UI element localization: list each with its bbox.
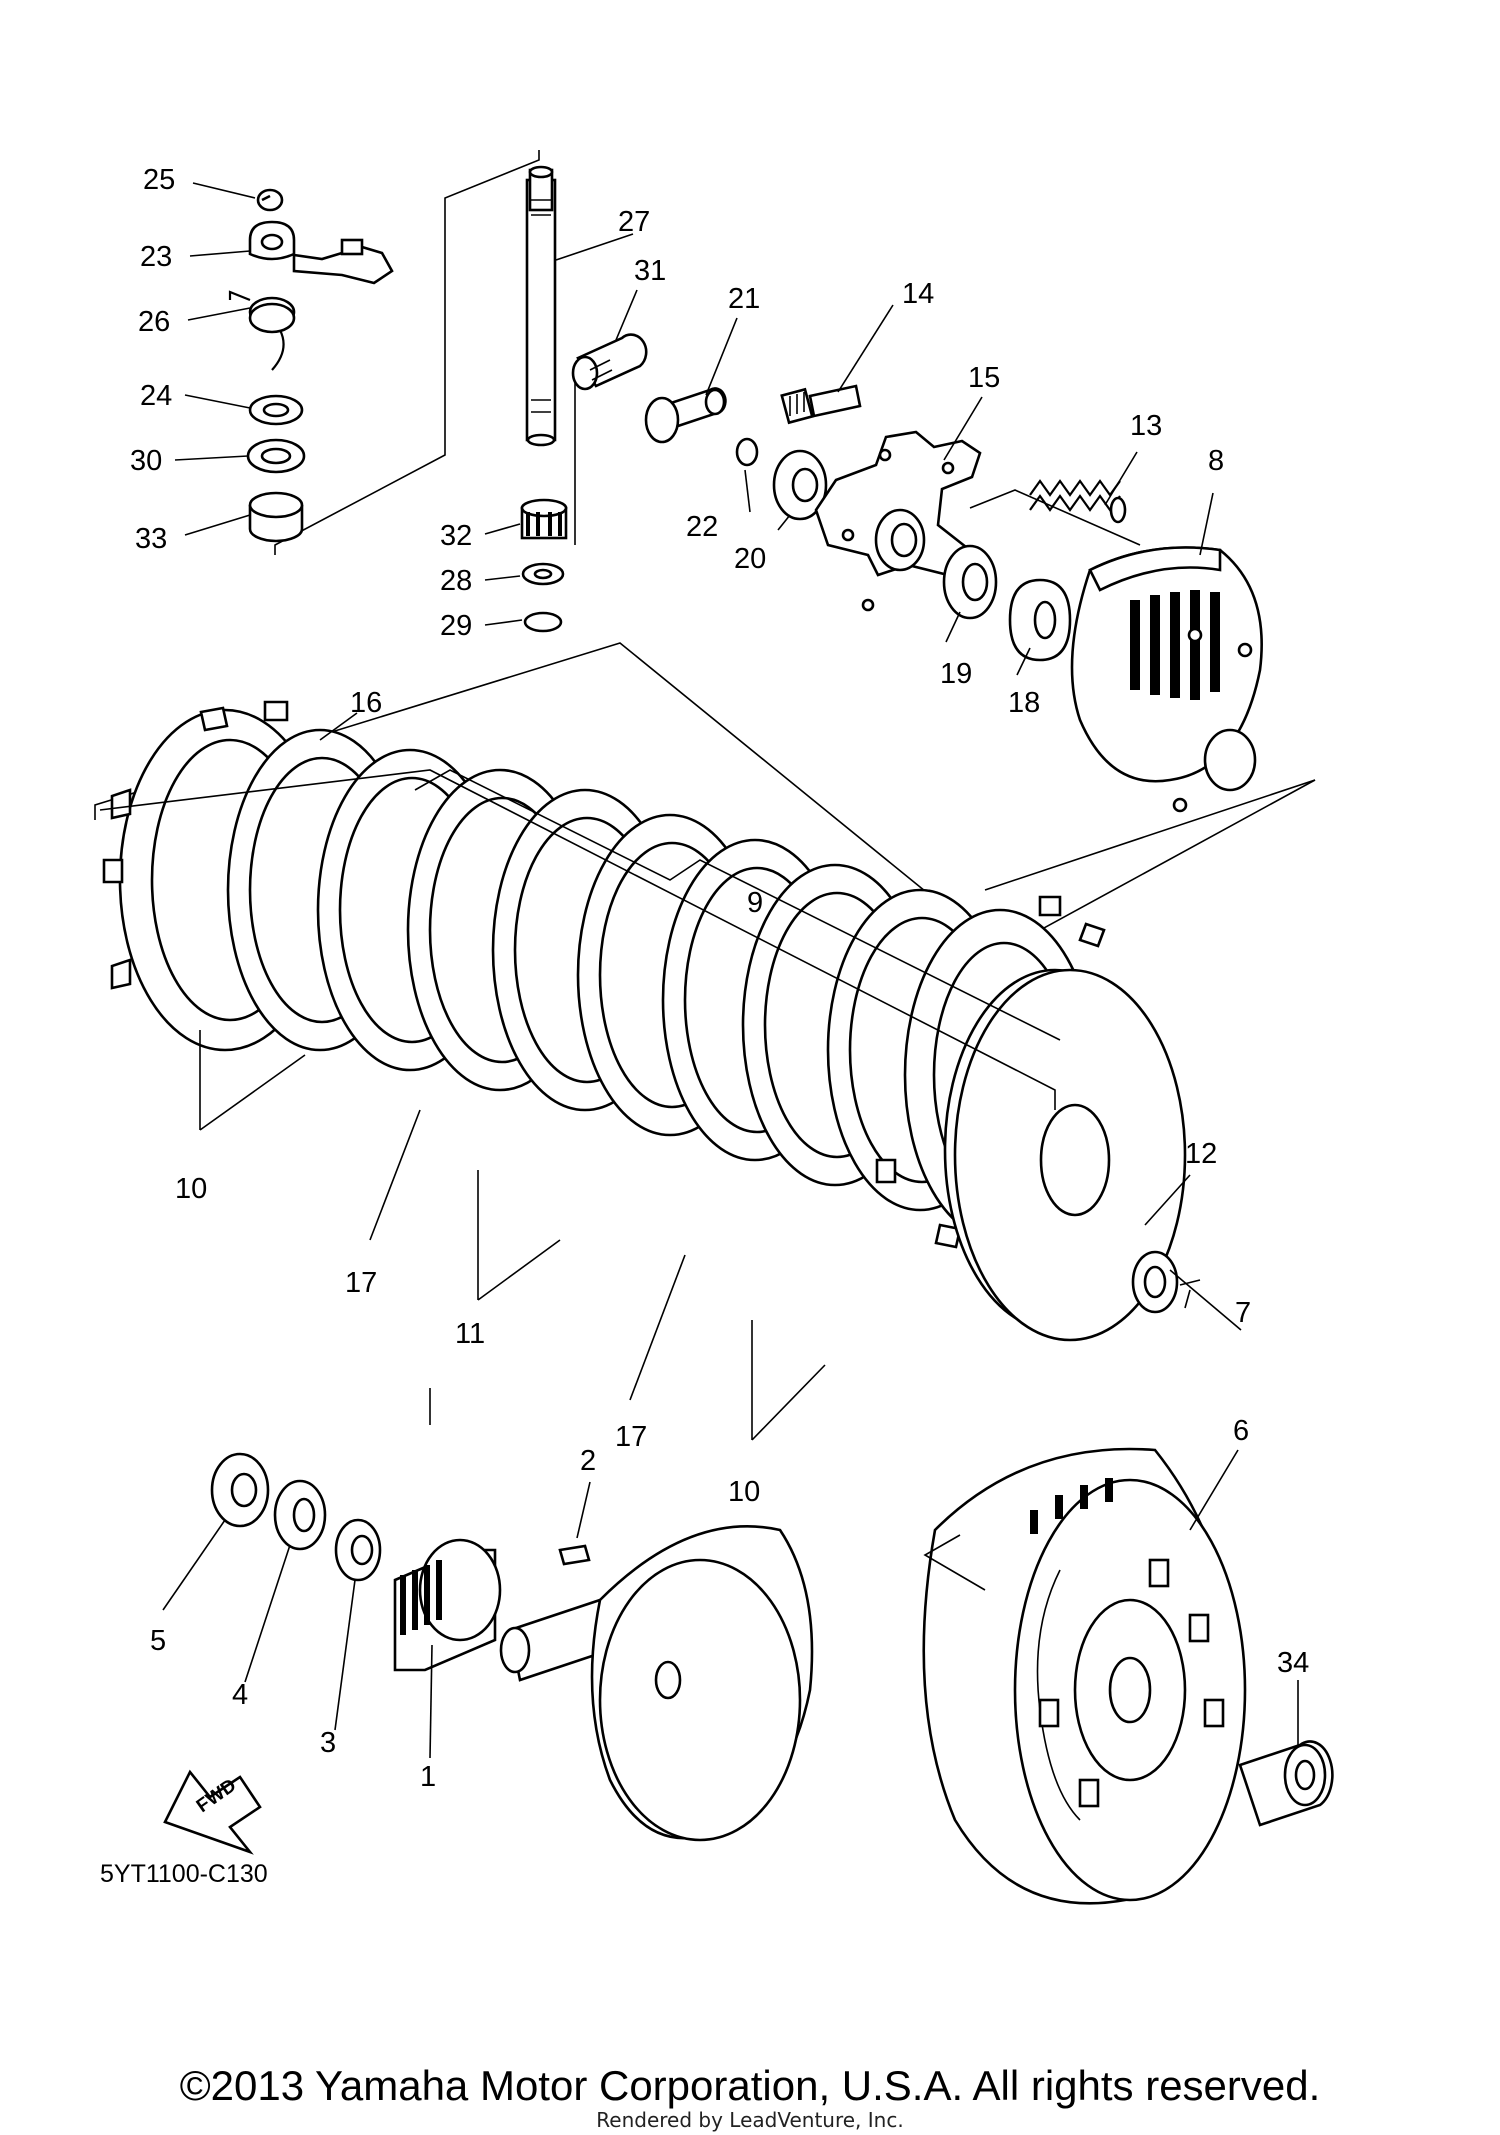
leader-lines: [162, 182, 1299, 1759]
callout-17b: 17: [615, 1421, 647, 1453]
callout-13: 13: [1130, 410, 1162, 442]
callout-labels: 25 23 26 24 30 33 27 31 21 14 15 13 8 22…: [130, 164, 1309, 1793]
callout-1: 1: [420, 1761, 436, 1793]
callout-8: 8: [1208, 445, 1224, 477]
callout-32: 32: [440, 520, 472, 552]
part-29-circlip[interactable]: [523, 611, 563, 633]
callout-7: 7: [1235, 1297, 1251, 1329]
part-19-nut[interactable]: [942, 544, 998, 620]
part-25-circlip[interactable]: [256, 188, 284, 212]
part-15-pressure-plate[interactable]: [814, 430, 982, 612]
rendered-by-credit: Rendered by LeadVenture, Inc.: [596, 2108, 904, 2132]
callout-10b: 10: [728, 1476, 760, 1508]
callout-34: 34: [1277, 1647, 1309, 1679]
part-7-washer[interactable]: [1131, 1250, 1179, 1314]
copyright-notice: ©2013 Yamaha Motor Corporation, U.S.A. A…: [179, 2062, 1321, 2109]
callout-26: 26: [138, 306, 170, 338]
callout-19: 19: [940, 658, 972, 690]
callout-23: 23: [140, 241, 172, 273]
part-3-circlip[interactable]: [334, 1518, 382, 1582]
part-4-lock-washer[interactable]: [273, 1479, 327, 1551]
callout-16: 16: [350, 687, 382, 719]
callout-3: 3: [320, 1727, 336, 1759]
fwd-arrow-icon: FWD: [163, 1769, 262, 1855]
part-32-gear[interactable]: [520, 498, 568, 540]
callout-22: 22: [686, 511, 718, 543]
part-5-nut[interactable]: [210, 1452, 270, 1528]
callout-27: 27: [618, 206, 650, 238]
part-21-push-rod[interactable]: [644, 387, 727, 444]
callout-5: 5: [150, 1625, 166, 1657]
part-2-key[interactable]: [558, 1544, 591, 1566]
part-23-lever[interactable]: [248, 220, 394, 285]
callout-9: 9: [747, 887, 763, 919]
callout-4: 4: [232, 1679, 248, 1711]
callout-17a: 17: [345, 1267, 377, 1299]
part-33-collar[interactable]: [248, 491, 304, 543]
housing-bracket: [923, 1289, 1191, 1591]
callout-25: 25: [143, 164, 175, 196]
callout-24: 24: [140, 380, 172, 412]
part-31-cam[interactable]: [571, 333, 648, 391]
callout-12: 12: [1185, 1138, 1217, 1170]
part-13-spring[interactable]: [1029, 479, 1127, 524]
callout-6: 6: [1233, 1415, 1249, 1447]
part-18-lock-washer[interactable]: [1008, 578, 1072, 662]
part-20-bearing[interactable]: [772, 449, 828, 521]
primary-drive-shaft[interactable]: [499, 1525, 814, 1842]
part-28-washer[interactable]: [521, 562, 565, 586]
callout-10a: 10: [175, 1173, 207, 1205]
callout-11: 11: [455, 1318, 485, 1350]
boss-group-bracket: [94, 489, 1316, 953]
plate-group-brackets: [99, 769, 1201, 1286]
callout-30: 30: [130, 445, 162, 477]
part-22-ball[interactable]: [735, 437, 759, 467]
part-24-washer[interactable]: [248, 394, 304, 426]
part-34-spacer[interactable]: [1238, 1740, 1334, 1827]
part-12-pressure-disc[interactable]: [943, 968, 1187, 1342]
callout-28: 28: [440, 565, 472, 597]
part-26-spring[interactable]: [228, 290, 296, 371]
part-1-gear[interactable]: [393, 1538, 502, 1672]
diagram-code: 5YT1100-C130: [100, 1860, 268, 1888]
part-8-clutch-boss[interactable]: [1070, 546, 1263, 813]
part-14-bolt[interactable]: [780, 384, 862, 425]
part-6-clutch-housing[interactable]: [922, 1447, 1247, 1905]
callout-2: 2: [580, 1445, 596, 1477]
callout-21: 21: [728, 283, 760, 315]
callout-18: 18: [1008, 687, 1040, 719]
callout-14: 14: [902, 278, 934, 310]
callout-15: 15: [968, 362, 1000, 394]
callout-29: 29: [440, 610, 472, 642]
callout-33: 33: [135, 523, 167, 555]
callout-31: 31: [634, 255, 666, 287]
callout-20: 20: [734, 543, 766, 575]
shaft-group-bracket: [274, 150, 576, 555]
part-30-seal[interactable]: [246, 438, 306, 474]
part-27-shaft[interactable]: [525, 165, 557, 447]
